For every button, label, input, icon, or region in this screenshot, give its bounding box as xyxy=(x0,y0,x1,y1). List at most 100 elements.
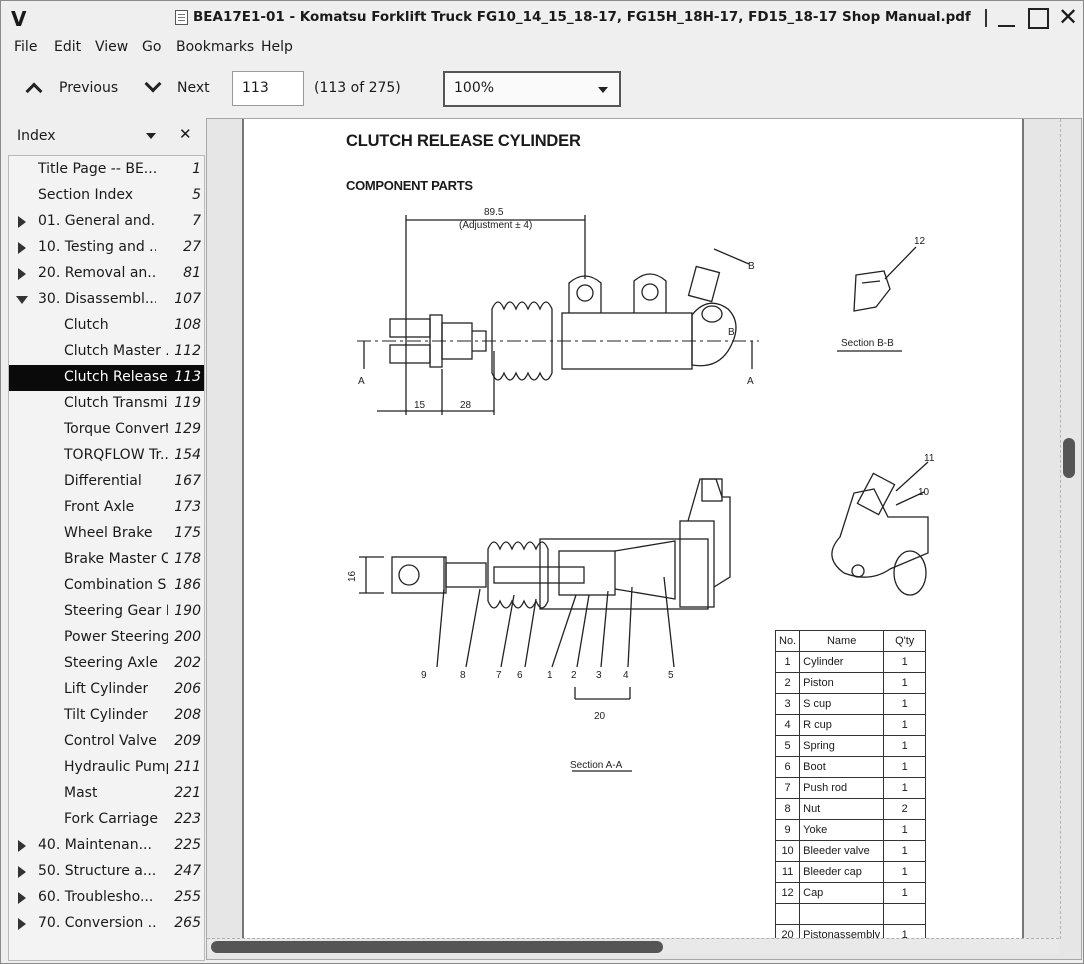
index-item[interactable]: 01. General and...7 xyxy=(9,209,204,235)
part-name: S cup xyxy=(799,693,885,715)
collapse-triangle-icon[interactable] xyxy=(16,296,28,304)
index-item-page: 167 xyxy=(174,473,201,489)
index-item-page: 107 xyxy=(174,291,201,307)
pdf-page: CLUTCH RELEASE CYLINDER COMPONENT PARTS xyxy=(242,119,1024,946)
close-window-button[interactable]: ✕ xyxy=(1057,3,1079,31)
sidebar-mode-dropdown-icon[interactable] xyxy=(146,133,156,139)
expand-triangle-icon[interactable] xyxy=(18,918,26,930)
index-item[interactable]: 10. Testing and ...27 xyxy=(9,235,204,261)
index-item[interactable]: Torque Convert...129 xyxy=(9,417,204,443)
menu-view[interactable]: View xyxy=(95,39,129,55)
index-item[interactable]: 20. Removal an...81 xyxy=(9,261,204,287)
index-item-label: 60. Troublesho... xyxy=(38,889,154,905)
section-b-side: B xyxy=(728,327,735,338)
document-view[interactable]: CLUTCH RELEASE CYLINDER COMPONENT PARTS xyxy=(206,118,1082,960)
previous-page-button[interactable]: Previous xyxy=(23,79,118,100)
page-number-input[interactable]: 113 xyxy=(232,71,304,106)
index-item-page: 225 xyxy=(174,837,201,853)
index-item-label: Steering Gear B... xyxy=(64,603,168,619)
index-item[interactable]: 60. Troublesho... 255 xyxy=(9,885,204,911)
next-page-button[interactable]: Next xyxy=(143,75,211,99)
part-no: 2 xyxy=(774,672,801,694)
part-no: 7 xyxy=(774,777,801,799)
index-item-label: Clutch Transmi... xyxy=(64,395,168,411)
index-item-page: 255 xyxy=(174,889,201,905)
cylinder-drawing: 89.5 (Adjustment ± 4) 15 28 16 A A B B S… xyxy=(347,207,935,772)
expand-triangle-icon[interactable] xyxy=(18,840,26,852)
index-item-label: Power Steering... xyxy=(64,629,168,645)
index-item-label: Hydraulic Pump xyxy=(64,759,168,775)
section-b-top: B xyxy=(748,261,755,272)
part-no: 3 xyxy=(774,693,801,715)
horizontal-scrollbar[interactable] xyxy=(207,938,1059,954)
app-logo-icon[interactable]: V xyxy=(11,7,27,31)
index-item[interactable]: 40. Maintenan... 225 xyxy=(9,833,204,859)
part-qty xyxy=(883,903,927,925)
index-item[interactable]: Power Steering...200 xyxy=(9,625,204,651)
index-item-page: 247 xyxy=(174,863,201,879)
zoom-value: 100% xyxy=(454,80,495,96)
index-item-label: Tilt Cylinder xyxy=(64,707,148,723)
index-item[interactable]: Clutch Master ...112 xyxy=(9,339,204,365)
expand-triangle-icon[interactable] xyxy=(18,866,26,878)
part-no: 11 xyxy=(774,861,801,883)
index-item[interactable]: 70. Conversion ...265 xyxy=(9,911,204,937)
menu-help[interactable]: Help xyxy=(261,39,293,55)
index-item[interactable]: TORQFLOW Tr...154 xyxy=(9,443,204,469)
sidebar-close-icon[interactable]: ✕ xyxy=(179,125,192,143)
index-item-page: 1 xyxy=(192,161,201,177)
index-item[interactable]: Clutch Transmi...119 xyxy=(9,391,204,417)
index-item[interactable]: Clutch Release ...113 xyxy=(9,365,204,391)
minimize-button[interactable] xyxy=(995,6,1019,30)
title-separator xyxy=(985,9,987,27)
index-item-label: Mast xyxy=(64,785,98,801)
expand-triangle-icon[interactable] xyxy=(18,216,26,228)
callout-10: 10 xyxy=(918,487,930,498)
index-item[interactable]: 30. Disassembl...107 xyxy=(9,287,204,313)
horizontal-scrollbar-thumb[interactable] xyxy=(211,941,663,953)
index-item-page: 190 xyxy=(174,603,201,619)
index-item-page: 202 xyxy=(174,655,201,671)
menu-go[interactable]: Go xyxy=(142,39,162,55)
maximize-button[interactable] xyxy=(1025,6,1049,30)
index-item-label: 40. Maintenan... xyxy=(38,837,152,853)
menu-bookmarks[interactable]: Bookmarks xyxy=(176,39,255,55)
part-name xyxy=(799,903,885,925)
menu-file[interactable]: File xyxy=(14,39,38,55)
part-no: 4 xyxy=(774,714,801,736)
index-item[interactable]: Steering Gear B... 190 xyxy=(9,599,204,625)
expand-triangle-icon[interactable] xyxy=(18,268,26,280)
part-qty: 1 xyxy=(883,735,927,757)
index-item[interactable]: 50. Structure a...247 xyxy=(9,859,204,885)
index-item[interactable]: Combination S...186 xyxy=(9,573,204,599)
page-subheading: COMPONENT PARTS xyxy=(346,178,473,193)
vertical-scrollbar-thumb[interactable] xyxy=(1063,438,1075,478)
index-item-page: 5 xyxy=(192,187,201,203)
part-no xyxy=(774,903,801,925)
index-item-label: 01. General and... xyxy=(38,213,156,229)
index-item[interactable]: Brake Master C...178 xyxy=(9,547,204,573)
sidebar-title: Index xyxy=(17,128,56,144)
menu-edit[interactable]: Edit xyxy=(54,39,82,55)
zoom-select[interactable]: 100% xyxy=(443,71,621,107)
expand-triangle-icon[interactable] xyxy=(18,892,26,904)
expand-triangle-icon[interactable] xyxy=(18,242,26,254)
index-item[interactable]: Title Page -- BE...1 xyxy=(9,157,204,183)
